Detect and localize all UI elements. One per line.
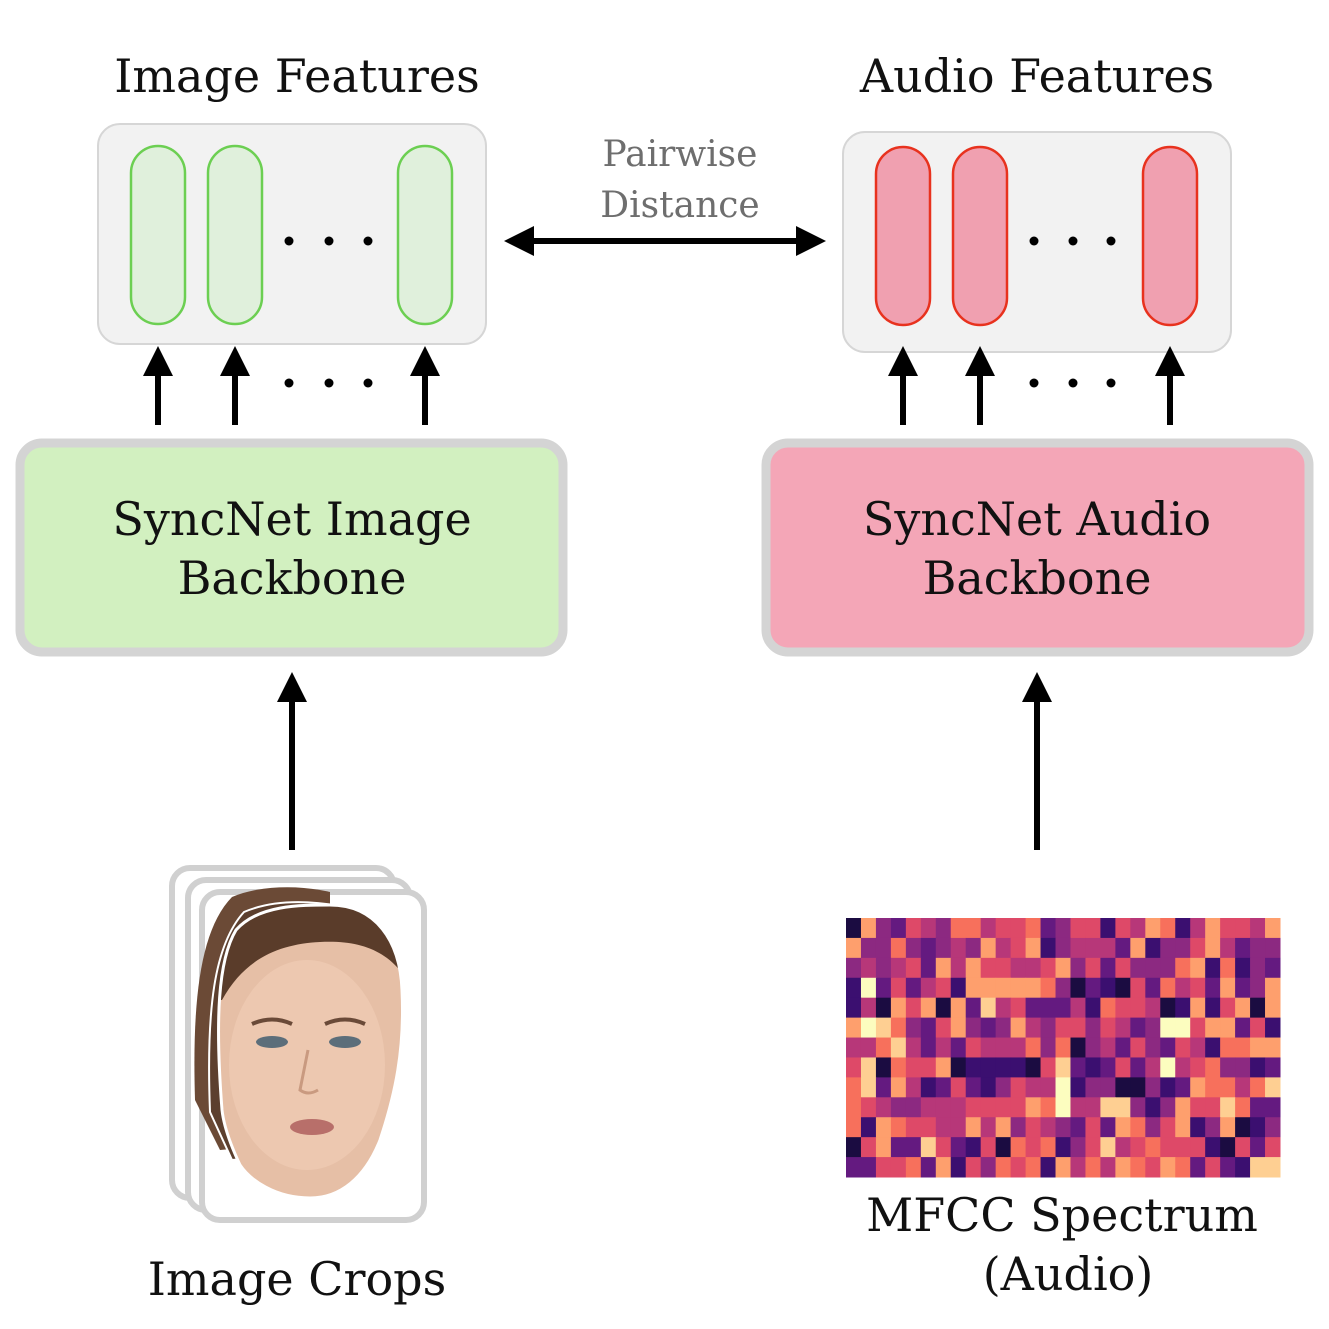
- ellipsis-icon: [1029, 378, 1116, 388]
- ellipsis-icon: [1029, 236, 1116, 246]
- image-backbone-box: [15, 438, 568, 657]
- audio-feature-vector: [1141, 145, 1199, 327]
- pairwise-label: Pairwise: [603, 134, 758, 175]
- audio-backbone-label-line1: SyncNet Audio: [863, 492, 1211, 546]
- ellipsis-icon: [284, 378, 373, 388]
- ellipsis-icon: [284, 236, 373, 246]
- image-feature-vector: [206, 144, 264, 326]
- audio-feature-vector: [951, 145, 1009, 327]
- image-feature-vector: [129, 144, 187, 326]
- audio-backbone-label-line2: Backbone: [923, 551, 1152, 605]
- image-features-title: Image Features: [114, 49, 479, 103]
- audio-feature-vector: [874, 145, 932, 327]
- image-backbone-label-line1: SyncNet Image: [112, 492, 471, 546]
- image-feature-vector: [396, 144, 454, 326]
- mfcc-heatmap-image: [846, 918, 1281, 1178]
- audio-backbone-box: [761, 438, 1314, 657]
- face-crops-stack-icon: [169, 865, 427, 1223]
- image-backbone-label-line2: Backbone: [178, 551, 407, 605]
- image-crops-label: Image Crops: [148, 1252, 446, 1306]
- mfcc-label-line2: (Audio): [983, 1247, 1154, 1301]
- image-features-panel: [97, 123, 487, 345]
- distance-label: Distance: [600, 185, 759, 226]
- audio-features-title: Audio Features: [859, 49, 1214, 103]
- mfcc-label-line1: MFCC Spectrum: [866, 1188, 1258, 1242]
